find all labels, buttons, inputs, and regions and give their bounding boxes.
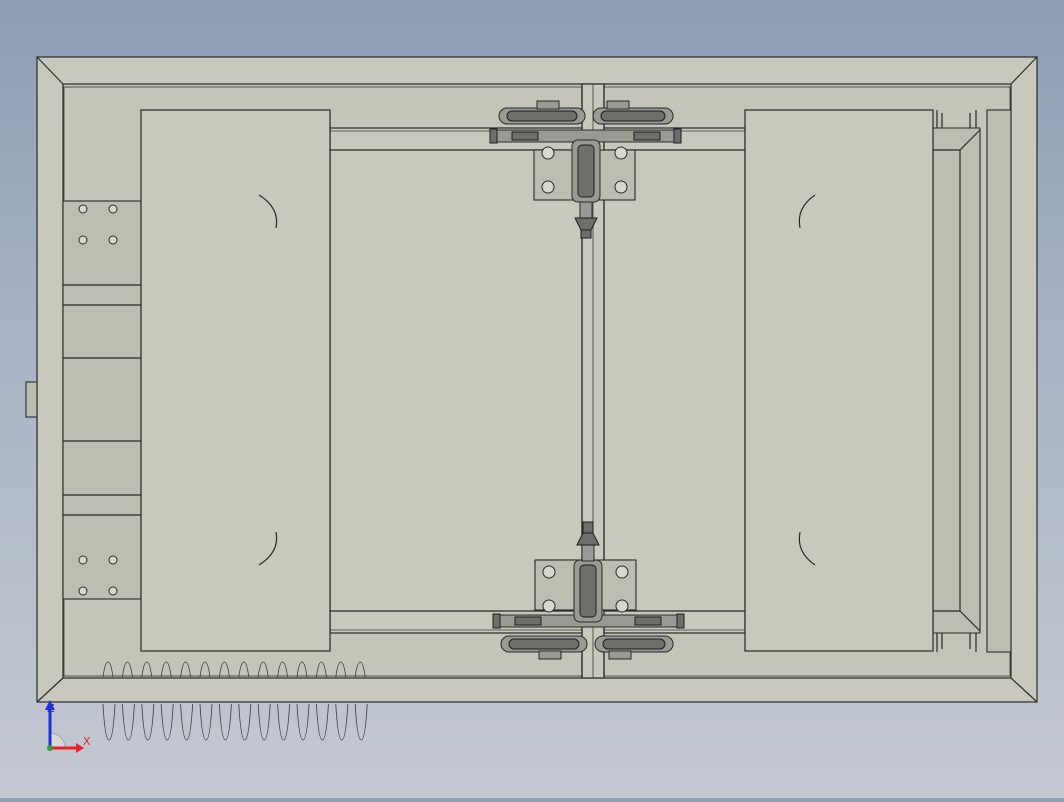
right-door-panel xyxy=(744,109,934,652)
left-door-panel xyxy=(140,109,331,652)
spring-coil xyxy=(102,661,368,741)
z-axis-label: Z xyxy=(47,702,55,715)
left-mounting-bracket xyxy=(62,200,142,600)
handle-arc-top-right xyxy=(798,194,816,229)
triad-plane xyxy=(49,732,66,749)
handle-arc-bottom-right xyxy=(798,531,816,566)
bolt-holes-top xyxy=(78,204,118,245)
right-channel xyxy=(932,109,1012,653)
x-axis-label: X xyxy=(83,735,91,748)
z-axis-arrow xyxy=(45,700,55,710)
top-roller-carriage xyxy=(489,100,682,239)
triad-origin xyxy=(47,745,53,751)
bolt-holes-bottom xyxy=(78,555,118,596)
bottom-roller-carriage xyxy=(492,521,685,660)
center-track xyxy=(329,127,746,634)
handle-arc-bottom-left xyxy=(258,531,278,566)
x-axis-arrow xyxy=(76,743,84,753)
left-handle-tab xyxy=(25,381,38,418)
axis-triad: Z X xyxy=(45,700,91,753)
handle-arc-top-left xyxy=(258,194,278,229)
